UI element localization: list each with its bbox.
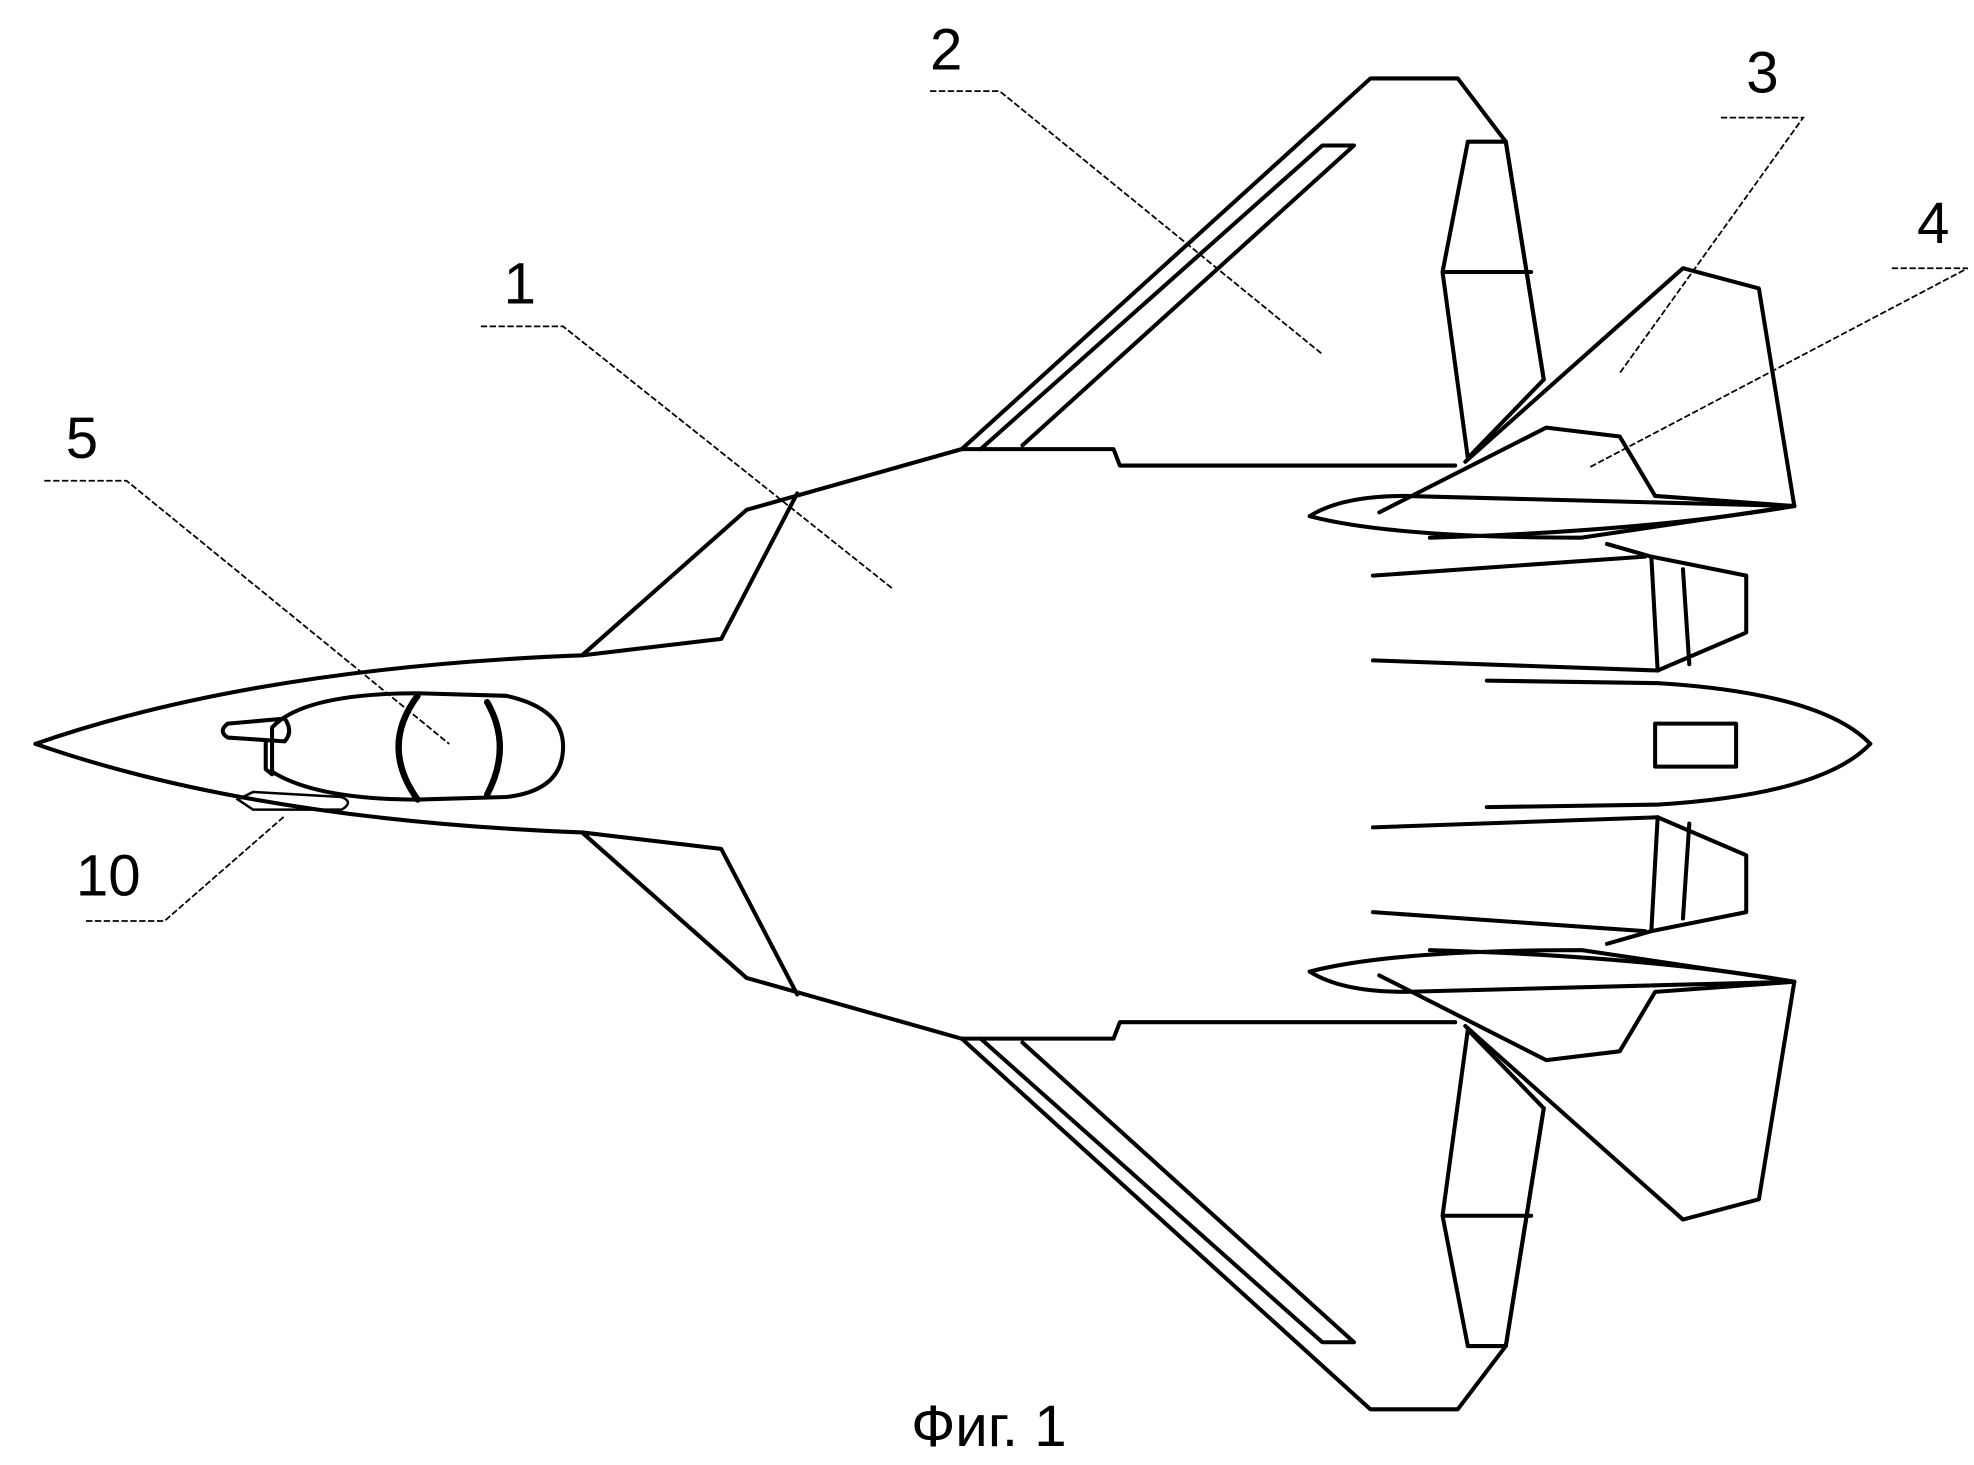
label-10: 10 bbox=[76, 844, 141, 909]
tail-fairing bbox=[1653, 721, 1739, 769]
canopy bbox=[270, 691, 566, 802]
wing-outline bbox=[959, 76, 1546, 452]
vertical-tail bbox=[1463, 266, 1797, 509]
sensor-window bbox=[235, 790, 350, 811]
label-1: 1 bbox=[504, 252, 536, 317]
lerx-line bbox=[580, 491, 800, 658]
flaperon bbox=[1440, 139, 1546, 460]
tail-cone bbox=[1655, 681, 1873, 746]
leader-lines bbox=[44, 90, 1969, 922]
label-4: 4 bbox=[1917, 191, 1949, 256]
probe bbox=[220, 716, 292, 777]
nozzle bbox=[1605, 541, 1749, 673]
aircraft-bottom-half bbox=[35, 744, 1870, 1409]
intake-lines bbox=[1370, 554, 1660, 686]
engine-nacelle bbox=[1307, 493, 1797, 540]
figure-caption: Фиг. 1 bbox=[911, 1394, 1067, 1459]
horizontal-stabilizer bbox=[1377, 425, 1797, 540]
canopy-frame bbox=[395, 692, 503, 803]
aircraft-top-half bbox=[33, 76, 1873, 746]
label-2: 2 bbox=[930, 18, 962, 83]
wing-slat bbox=[978, 143, 1356, 452]
label-5: 5 bbox=[66, 406, 98, 471]
label-3: 3 bbox=[1746, 40, 1778, 105]
